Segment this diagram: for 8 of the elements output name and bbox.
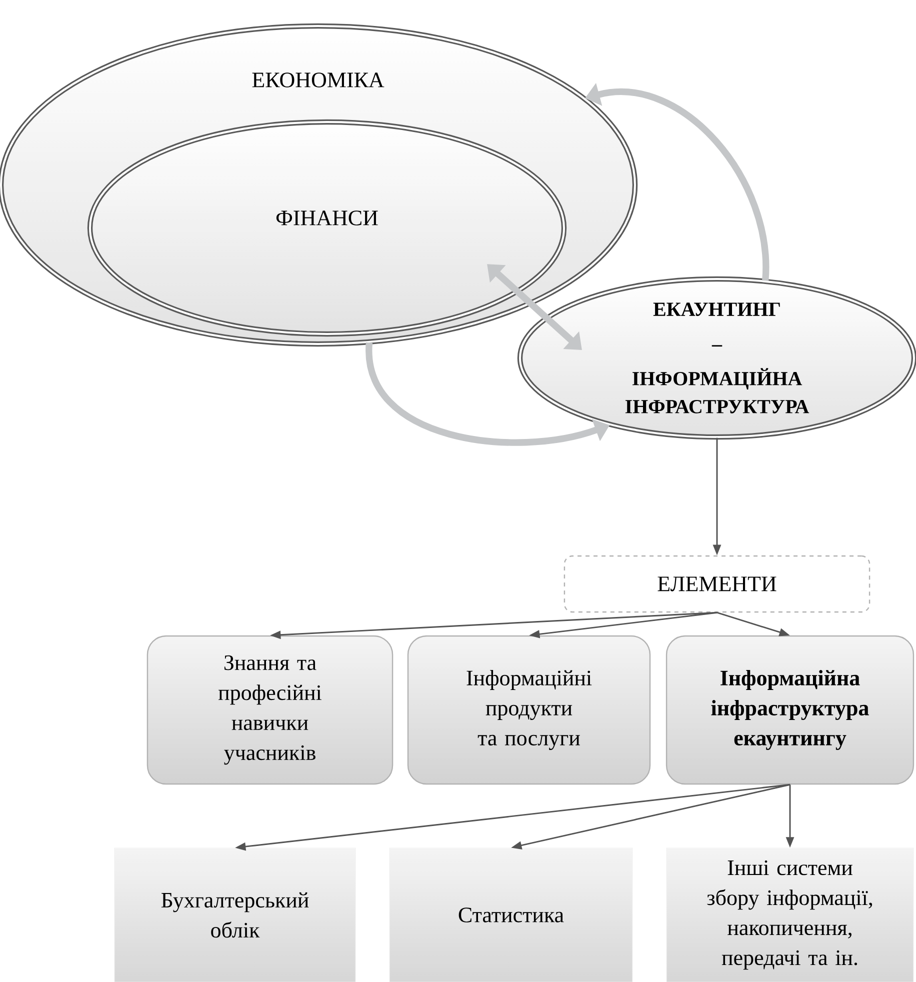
dashed-box: ЕЛЕМЕНТИ — [564, 555, 870, 613]
rect-box: Бухгалтерський облік — [114, 848, 356, 982]
rect-box: Статистика — [389, 848, 633, 982]
rounded-box: Інформаційна інфраструктура екаунтингу — [666, 635, 914, 785]
rect-box: Інші системи збору інформації, накопичення, передачі та ін. — [666, 848, 914, 982]
rounded-box: Знання та професійні навички учасників — [146, 635, 394, 785]
arrow — [487, 264, 582, 350]
rounded-box: Інформаційні продукти та послуги — [407, 635, 651, 785]
